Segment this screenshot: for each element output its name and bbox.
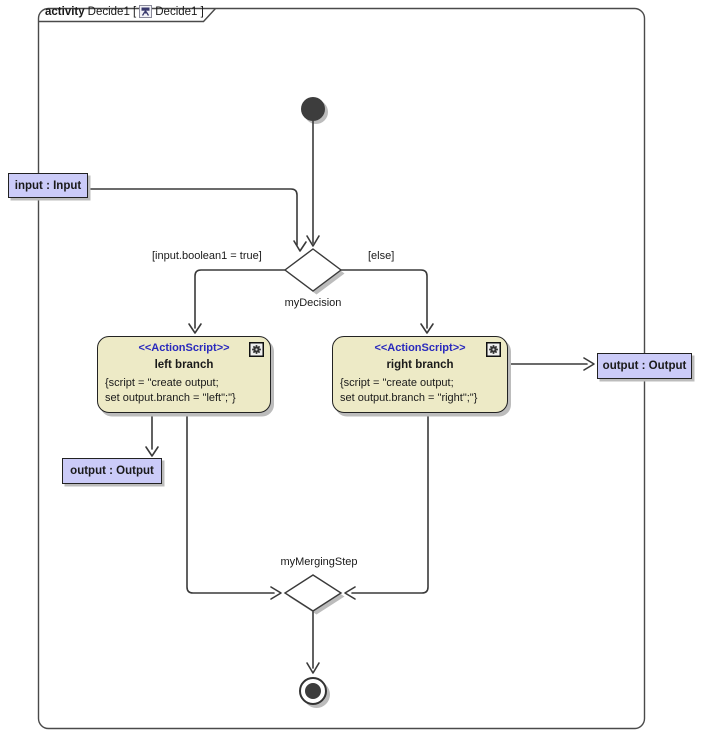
edge-decision-to-right-action[interactable] (340, 269, 434, 334)
arrowhead (293, 240, 307, 252)
arrowhead (344, 586, 356, 600)
action-node-right-branch[interactable]: <<ActionScript>> right branch {script = … (332, 336, 508, 413)
output-parameter-label: output : Output (602, 360, 687, 372)
edge-initial-to-decision[interactable] (306, 120, 320, 247)
merge-node[interactable] (283, 574, 343, 612)
script-gear-icon (486, 342, 501, 357)
guard-label-else: [else] (368, 250, 395, 262)
guard-label-true: [input.boolean1 = true] (152, 250, 262, 262)
frame-close-bracket: ] (200, 6, 204, 18)
edge-left-action-to-merge[interactable] (186, 413, 282, 600)
arrowhead (145, 446, 159, 457)
action-script-text: {script = "create output; set output.bra… (98, 373, 270, 406)
arrowhead (306, 662, 320, 674)
script-line-1: {script = "create output; (340, 377, 454, 389)
arrowhead (306, 235, 320, 247)
frame-title-tab (38, 8, 217, 23)
decision-name-label: myDecision (284, 297, 342, 309)
edge-left-action-to-output[interactable] (145, 413, 159, 457)
action-node-left-branch[interactable]: <<ActionScript>> left branch {script = "… (97, 336, 271, 413)
initial-node[interactable] (301, 97, 325, 121)
edge-decision-to-left-action[interactable] (188, 269, 286, 334)
edge-merge-to-final[interactable] (306, 611, 320, 674)
script-line-1: {script = "create output; (105, 377, 219, 389)
input-parameter-node[interactable]: input : Input (8, 173, 88, 198)
input-parameter-label: input : Input (14, 179, 82, 192)
script-gear-icon (249, 342, 264, 357)
action-name-label: right branch (386, 359, 454, 371)
frame-open-bracket: [ (133, 6, 137, 18)
edge-input-to-decision[interactable] (85, 188, 307, 252)
merge-name-label: myMergingStep (280, 556, 358, 568)
stereotype-label: <<ActionScript>> (138, 342, 230, 354)
arrowhead (270, 586, 282, 600)
output-parameter-node-left[interactable]: output : Output (62, 458, 162, 484)
frame-kind-label: activity (45, 6, 85, 18)
arrowhead (188, 323, 202, 334)
script-line-2: set output.branch = "left";"} (105, 392, 236, 404)
action-script-text: {script = "create output; set output.bra… (333, 373, 507, 406)
output-parameter-label: output : Output (70, 465, 154, 477)
output-parameter-node-right[interactable]: output : Output (597, 353, 692, 379)
arrowhead (420, 323, 434, 334)
activity-diagram-icon (139, 5, 153, 23)
arrowhead (583, 357, 595, 371)
script-line-2: set output.branch = "right";"} (340, 392, 478, 404)
stereotype-label: <<ActionScript>> (374, 342, 466, 354)
edge-right-action-to-merge[interactable] (344, 413, 429, 600)
action-name-label: left branch (154, 359, 214, 371)
final-node-core (305, 683, 321, 699)
frame-name: Decide1 (87, 6, 130, 18)
decision-node[interactable] (283, 248, 343, 292)
frame-diagram-name: Decide1 (155, 6, 198, 18)
edge-right-action-to-output[interactable] (507, 357, 595, 371)
